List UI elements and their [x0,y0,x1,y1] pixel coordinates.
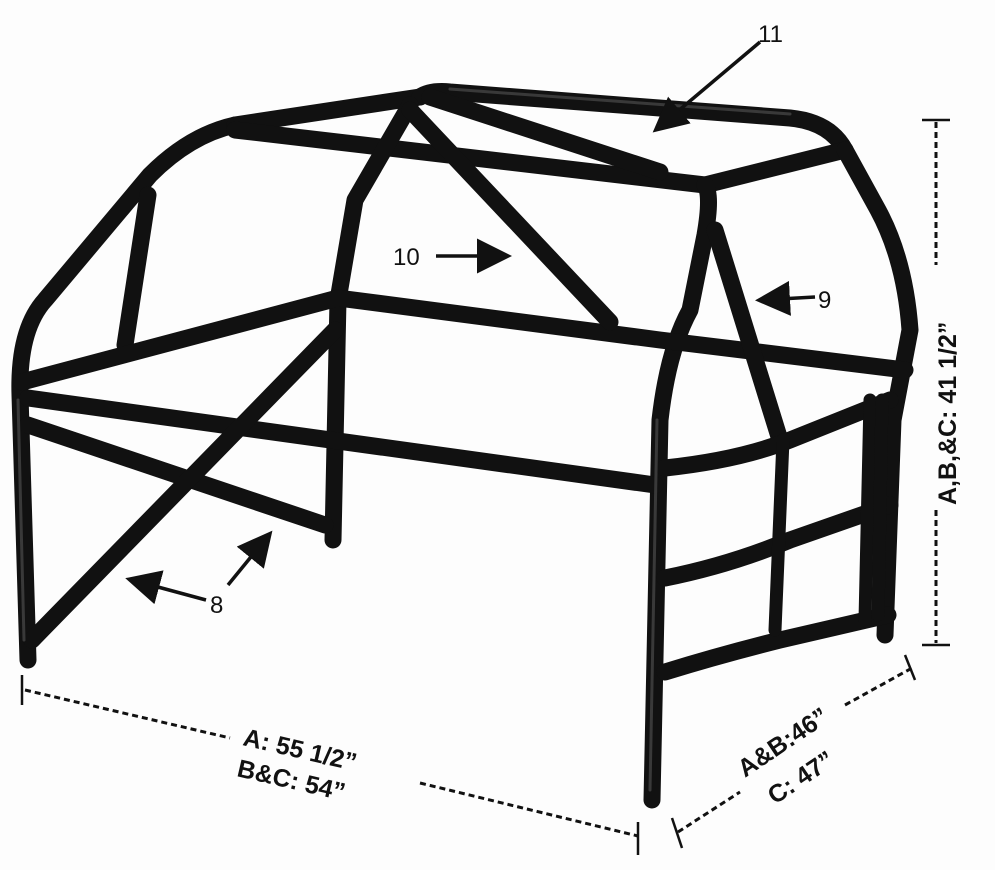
right-door-vertical-3 [871,393,889,622]
right-door-vertical-2 [858,393,877,627]
main-hoop-right-leg [836,141,919,644]
roof-front-rail [226,121,714,194]
cage-tubes [11,83,919,809]
a-pillar-inner [116,186,157,354]
callout-arrow-9 [755,280,816,316]
door-diagonal-8 [23,321,344,649]
main-hoop-left-leg [643,176,717,809]
callout-arrow-8a [125,570,207,605]
callout-10: 10 [393,244,420,271]
callout-9: 9 [818,287,831,314]
roof-diagonal-11 [421,88,669,181]
hoop-diagonal-10 [401,101,619,331]
rear-brace-9 [706,221,789,449]
roof-left-rail [226,88,429,134]
callout-8: 8 [210,592,223,619]
roof-right-rail [696,141,854,194]
length-dimension: A: 55 1/2” B&C: 54” [20,675,640,855]
right-door-bar-3 [656,606,897,681]
front-cross-bar [19,389,664,494]
left-front-hoop [11,116,244,669]
b-pillar [324,96,419,549]
callout-arrow-11 [652,40,762,133]
right-door-vertical-1 [768,433,790,637]
callout-11: 11 [758,21,783,48]
height-label: A,B,&C: 41 1/2” [934,322,962,505]
callout-arrow-8b [226,530,273,587]
left-side-upper-bar [13,289,914,391]
height-dimension: A,B,&C: 41 1/2” [922,118,962,647]
width-dimension: A&B:46” C: 47” [670,654,917,849]
left-door-bar [19,416,334,534]
